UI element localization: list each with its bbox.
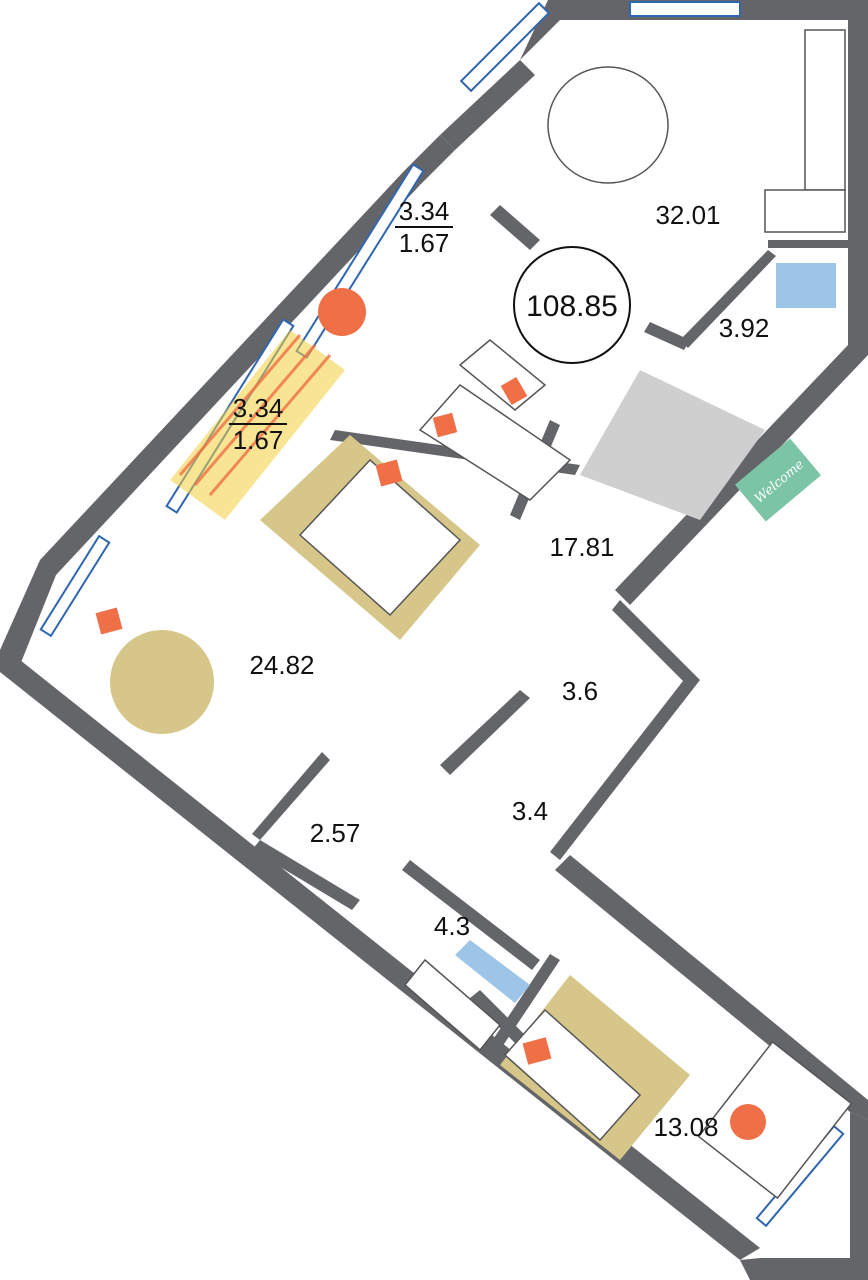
room-area-wardrobe-2: 3.4 [512,796,548,826]
window-kitchen-side [459,1,551,93]
kitchen-counter [804,29,846,191]
accents [95,288,766,1140]
window-kitchen [629,1,741,17]
balcony-2-area-top: 3.34 [233,393,284,423]
balcony-1-label: 3.34 1.67 [395,196,453,258]
total-area-circle [513,246,631,364]
room-area-hallway: 17.81 [549,532,614,562]
room-area-bathroom-1: 3.92 [719,313,770,343]
window-balcony-1 [295,163,425,359]
total-area: 108.85 [526,290,618,323]
bathtub [403,958,502,1052]
round-rug [110,630,214,734]
window-bedroom-1 [39,534,111,638]
sink-counter [764,189,846,233]
sofa [418,384,572,501]
room-area-utility: 2.57 [310,818,361,848]
bath-mat-1 [776,263,836,308]
room-area-wardrobe-1: 3.6 [562,676,598,706]
hall-floor [580,370,765,520]
dining-table [547,66,669,184]
balcony-2-label: 3.34 1.67 [229,393,287,455]
desk [697,1040,853,1200]
welcome-mat [734,438,822,522]
room-area-bathroom-2: 4.3 [434,911,470,941]
balcony-1-area-top: 3.34 [399,196,450,226]
room-area-kitchen-living: 32.01 [655,200,720,230]
furniture [298,29,853,1200]
balcony-1-area-bottom: 1.67 [399,228,450,258]
windows [39,1,845,1228]
bath-mat-2 [455,940,530,1003]
balcony-2-area-bottom: 1.67 [233,425,284,455]
room-area-bedroom-1: 24.82 [249,650,314,680]
room-area-bedroom-2: 13.08 [653,1112,718,1142]
bed-1 [298,458,462,617]
